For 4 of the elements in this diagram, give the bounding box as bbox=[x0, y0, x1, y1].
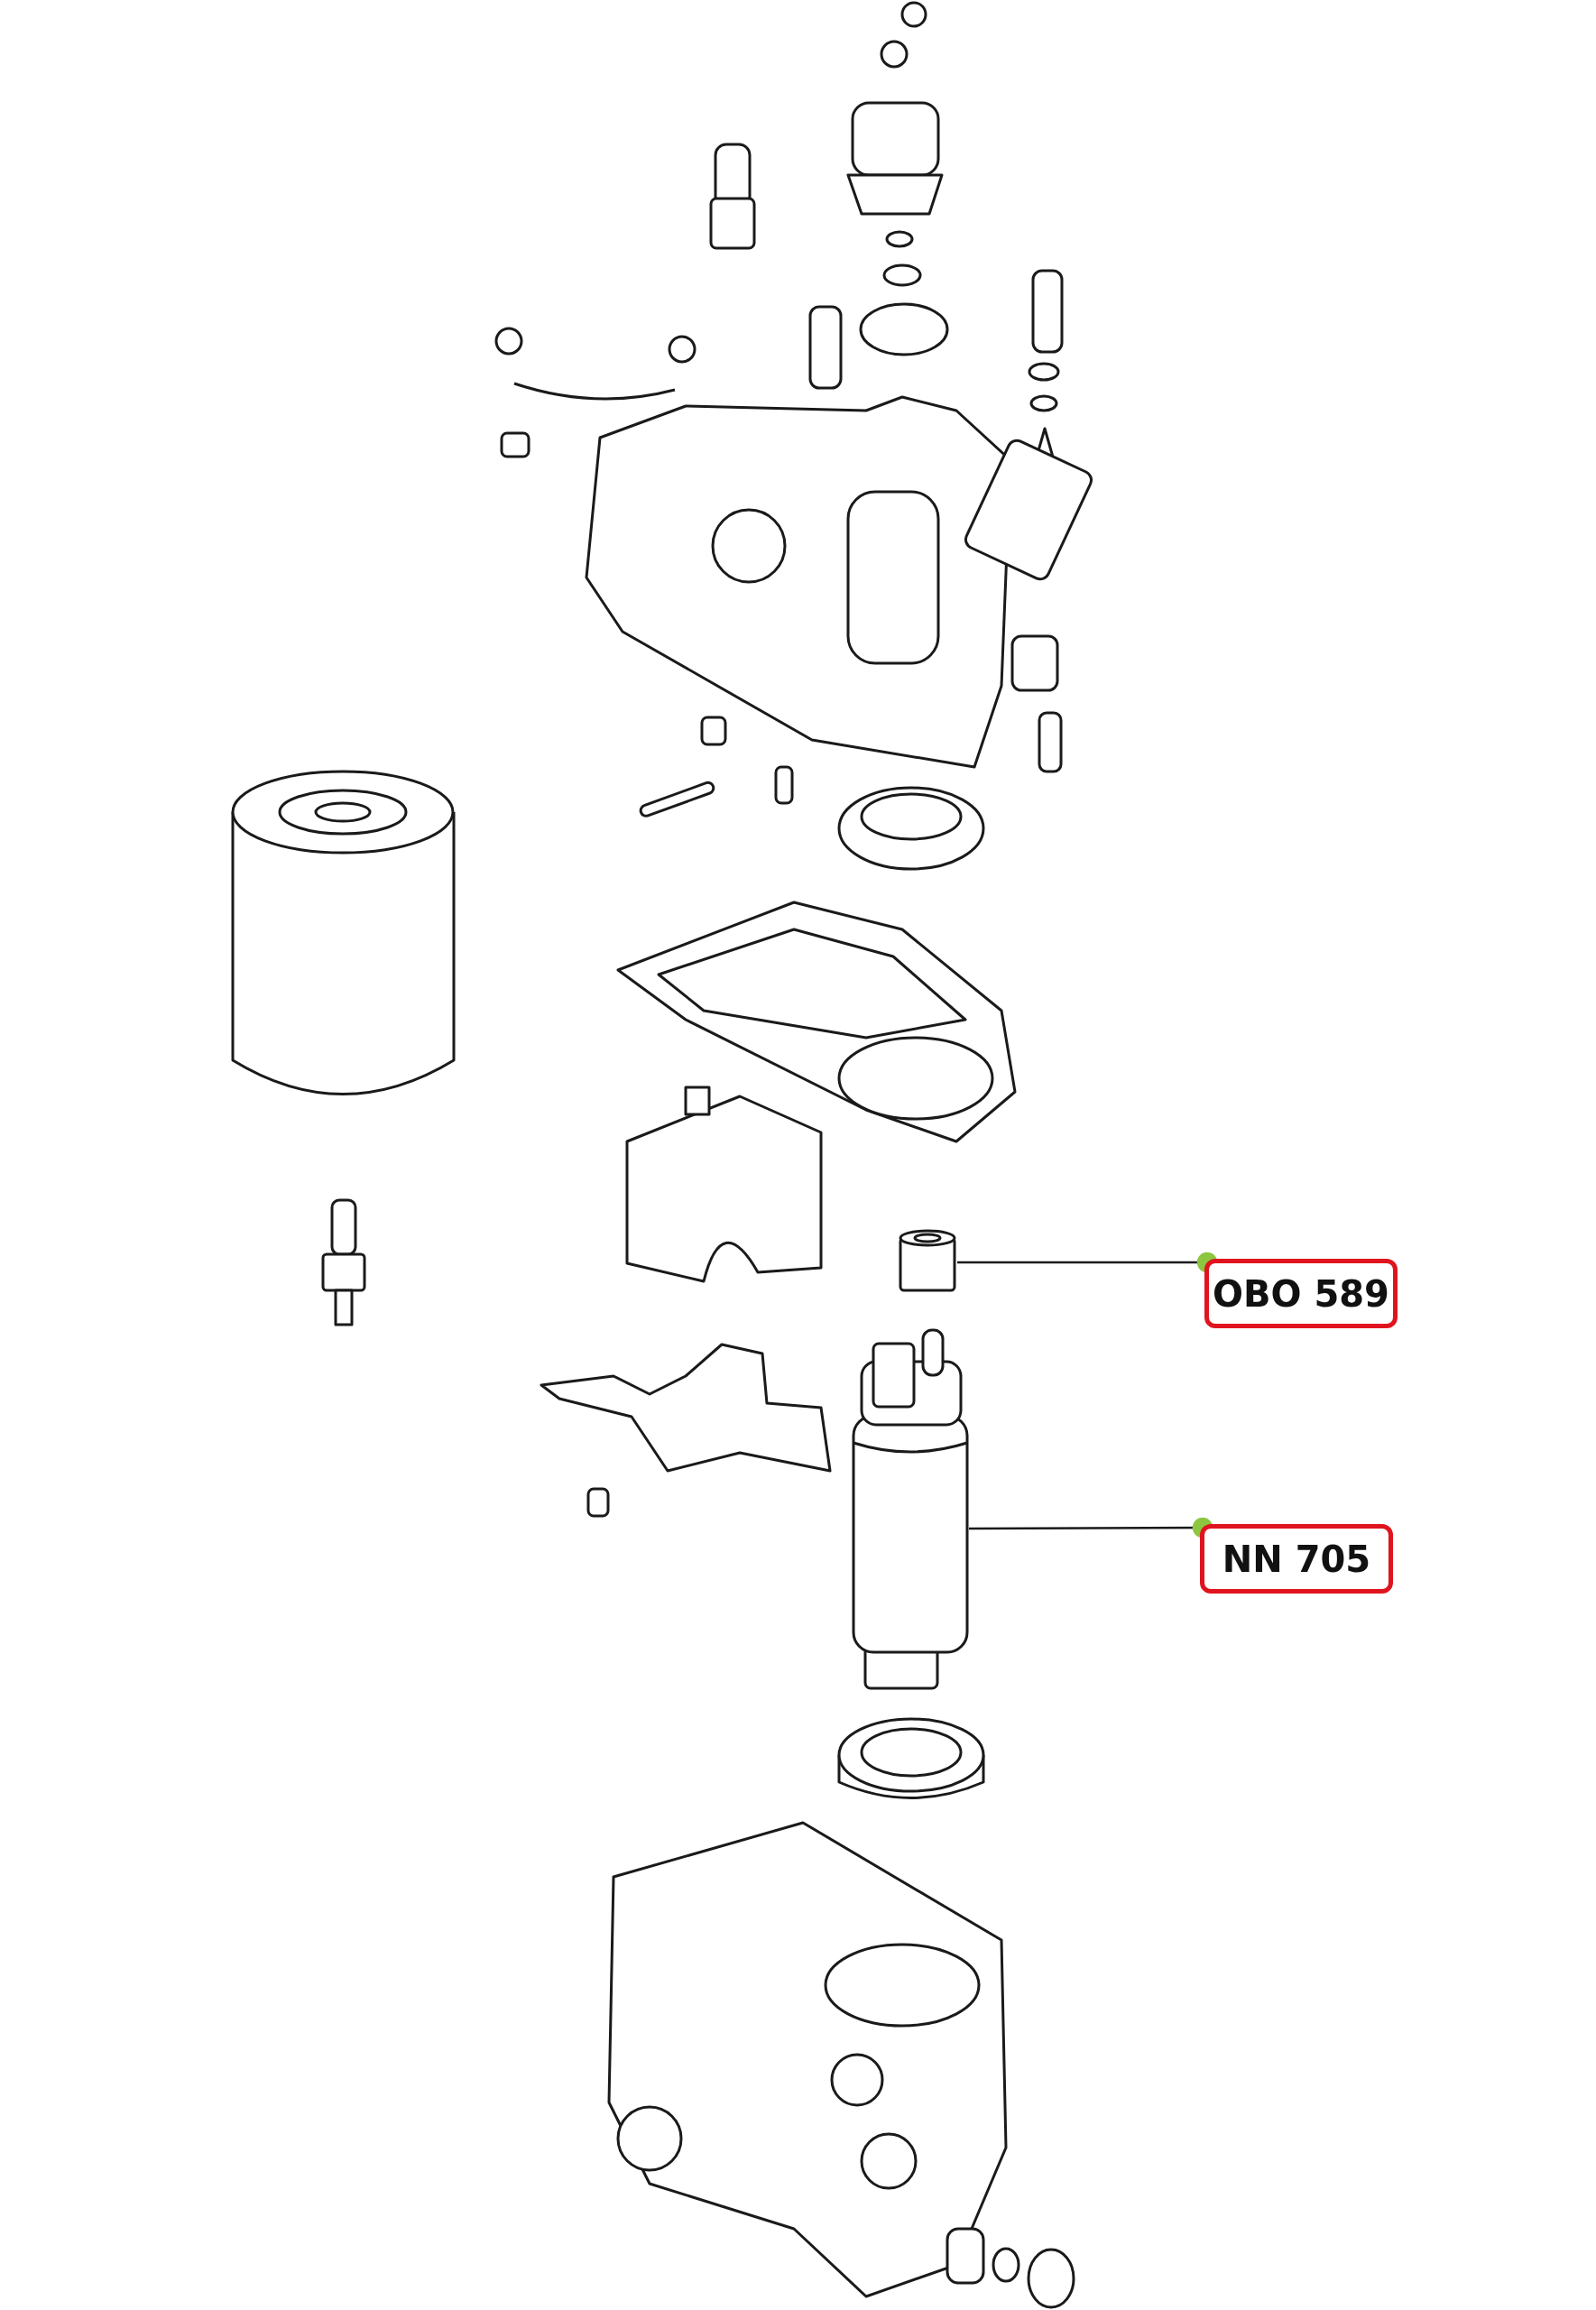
part-number-label: NN 705 bbox=[1200, 1524, 1393, 1594]
part-number-label: OBO 589 bbox=[1204, 1259, 1398, 1328]
leader-line bbox=[957, 1252, 1218, 1273]
leader-line bbox=[969, 1517, 1213, 1538]
